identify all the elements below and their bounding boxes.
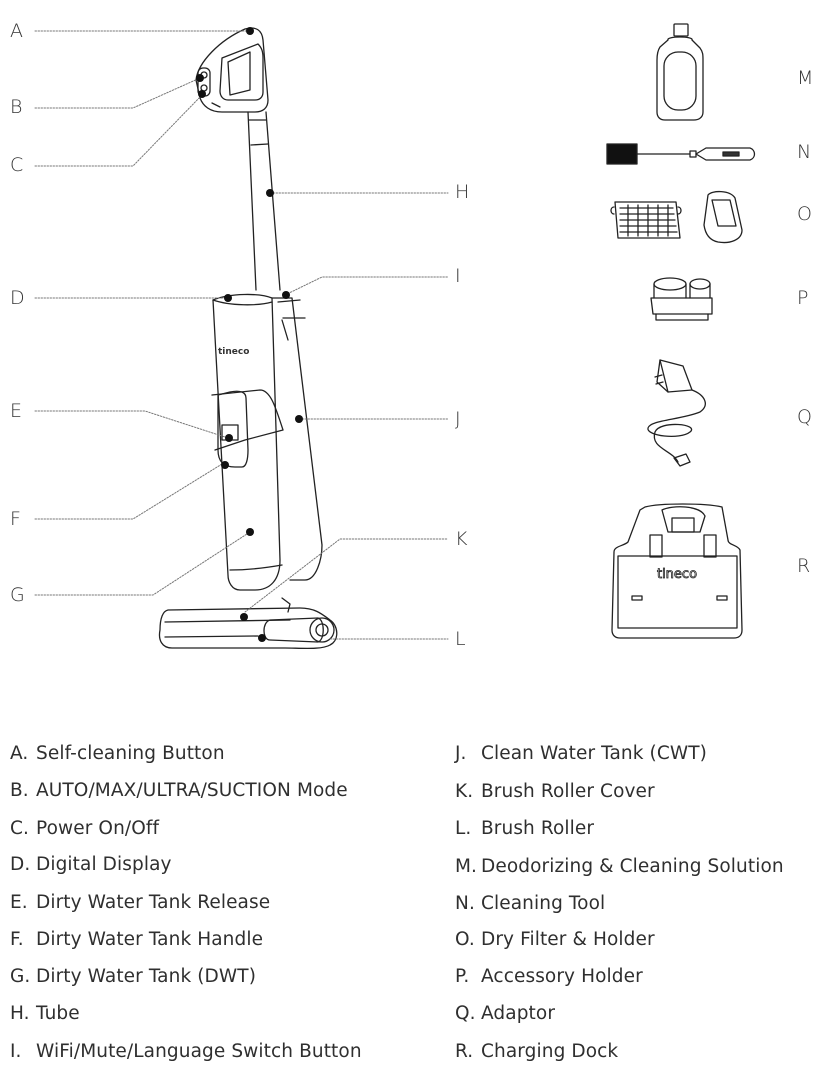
callout-g: G (10, 584, 25, 606)
legend-key: H. (10, 1003, 30, 1024)
legend-key: P. (455, 966, 470, 987)
legend-label: Dirty Water Tank (DWT) (36, 966, 257, 987)
legend-label: Self-cleaning Button (36, 743, 225, 764)
legend-key: I. (10, 1041, 22, 1062)
body-brand-mark: tineco (218, 347, 249, 357)
callout-a: A (10, 20, 23, 42)
legend-label: Power On/Off (36, 818, 160, 839)
callout-f: F (10, 508, 21, 530)
legend-label: Digital Display (36, 854, 172, 875)
legend-item: A. Self-cleaning Button (10, 743, 225, 764)
legend-item: G.Dirty Water Tank (DWT) (10, 966, 256, 987)
legend-item: D.Digital Display (10, 854, 172, 875)
legend-key: B. (10, 780, 29, 801)
legend-key: J. (455, 743, 467, 764)
adaptor-drawing (647, 359, 706, 467)
cleaning-tool-drawing (606, 143, 756, 165)
dry-filter-drawing (610, 201, 682, 239)
solution-bottle-drawing (656, 23, 704, 121)
callout-d: D (10, 287, 25, 309)
callout-b: B (10, 96, 23, 118)
callout-p: P (797, 287, 809, 309)
legend-label: Accessory Holder (481, 966, 643, 987)
legend-item: Q.Adaptor (455, 1003, 555, 1024)
legend-item: E. Dirty Water Tank Release (10, 892, 270, 913)
legend-label: Dry Filter & Holder (481, 929, 655, 950)
leader-lines (34, 30, 449, 640)
callout-l: L (455, 628, 466, 650)
legend-item: P. Accessory Holder (455, 966, 643, 987)
legend-item: C. Power On/Off (10, 818, 159, 839)
legend-key: Q. (455, 1003, 476, 1024)
callout-n: N (797, 141, 812, 163)
callout-r: R (797, 555, 811, 577)
legend-label: Adaptor (481, 1003, 556, 1024)
legend-key: F. (10, 929, 24, 950)
legend-label: Charging Dock (481, 1041, 619, 1062)
legend-item: M.Deodorizing & Cleaning Solution (455, 856, 784, 877)
legend-item: K. Brush Roller Cover (455, 781, 655, 802)
callout-m: M (797, 67, 814, 89)
vacuum-illustration: tineco tineco (34, 23, 756, 650)
legend-item: F. Dirty Water Tank Handle (10, 929, 263, 950)
legend-label: Dirty Water Tank Release (36, 892, 271, 913)
legend-key: E. (10, 892, 28, 913)
legend-item: O. Dry Filter & Holder (455, 929, 655, 950)
floor-head-drawing (158, 597, 338, 650)
callout-o: O (797, 203, 812, 225)
legend-item: I. WiFi/Mute/Language Switch Button (10, 1041, 362, 1062)
callout-j: J (455, 408, 461, 430)
legend-key: M. (455, 856, 478, 877)
legend-key: R. (455, 1041, 474, 1062)
legend-label: Deodorizing & Cleaning Solution (481, 856, 784, 877)
charging-dock-drawing (611, 503, 743, 639)
legend-item: L. Brush Roller (455, 818, 594, 839)
parts-diagram: tineco tineco A B C D E F G H I J K L M … (10, 20, 814, 650)
tube-drawing (247, 111, 281, 291)
legend-key: C. (10, 818, 29, 839)
legend-label: Clean Water Tank (CWT) (481, 743, 707, 764)
legend-label: Dirty Water Tank Handle (36, 929, 264, 950)
legend-item: J. Clean Water Tank (CWT) (455, 743, 707, 764)
legend-label: Brush Roller Cover (481, 781, 655, 802)
callout-dots (196, 27, 303, 642)
callout-e: E (10, 400, 23, 422)
callout-q: Q (797, 406, 812, 428)
legend-item: H. Tube (10, 1003, 80, 1024)
callout-k: K (455, 528, 468, 550)
legend-item: N. Cleaning Tool (455, 893, 605, 914)
legend-key: G. (10, 966, 31, 987)
legend-key: L. (455, 818, 472, 839)
legend-label: Cleaning Tool (481, 893, 606, 914)
handle-drawing (195, 27, 269, 113)
legend-label: AUTO/MAX/ULTRA/SUCTION Mode (36, 780, 348, 801)
legend-key: A. (10, 743, 29, 764)
accessory-holder-drawing (650, 277, 713, 321)
legend-label: WiFi/Mute/Language Switch Button (36, 1041, 362, 1062)
callout-i: I (455, 265, 461, 287)
legend-item: R. Charging Dock (455, 1041, 618, 1062)
filter-holder-drawing (703, 190, 743, 244)
legend-key: O. (455, 929, 475, 950)
legend-item: B. AUTO/MAX/ULTRA/SUCTION Mode (10, 780, 348, 801)
legend-key: N. (455, 893, 475, 914)
callout-h: H (455, 181, 470, 203)
dock-brand-mark: tineco (657, 567, 697, 582)
legend-key: D. (10, 854, 31, 875)
legend-label: Brush Roller (481, 818, 595, 839)
callout-c: C (10, 154, 24, 176)
legend-key: K. (455, 781, 474, 802)
legend-label: Tube (36, 1003, 80, 1024)
